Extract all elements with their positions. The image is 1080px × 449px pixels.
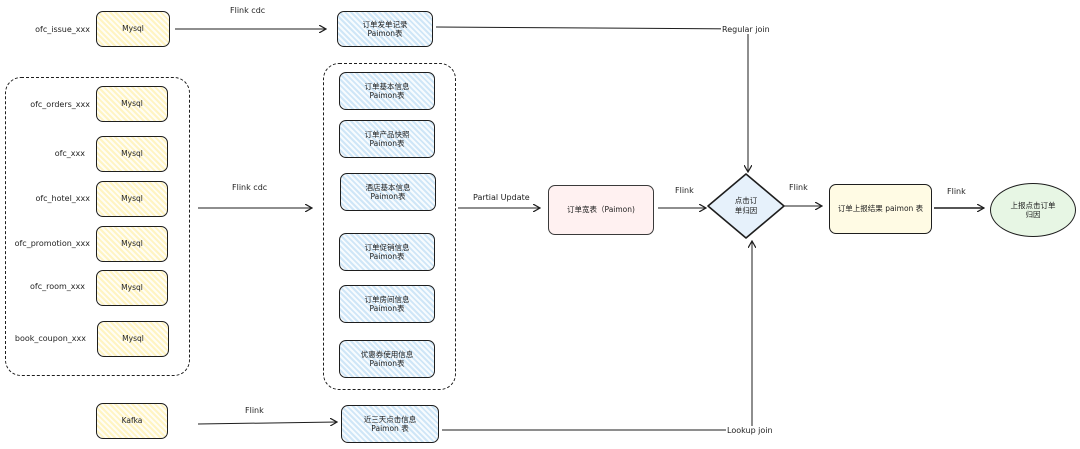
report-click-attribution-node: 上报点击订单归因 <box>990 183 1076 237</box>
source-label-promotion: ofc_promotion_xxx <box>14 239 90 248</box>
edge-label-flink-result: Flink <box>947 187 966 196</box>
report-result-box: 订单上报结果 paimon 表 <box>829 184 932 234</box>
paimon-table-group <box>323 63 456 390</box>
kafka-label: Kafka <box>121 416 143 426</box>
mysql-room-label: Mysql <box>121 283 143 293</box>
attribution-label: 点击订 单归因 <box>716 190 776 222</box>
paimon-coupon-title: 优惠券使用信息 <box>360 349 414 359</box>
edge-label-flink-cdc-issue: Flink cdc <box>230 6 266 15</box>
attribution-diamond <box>707 173 785 239</box>
paimon-room-subtitle: Paimon表 <box>369 304 405 313</box>
mysql-promotion-box: Mysql <box>96 226 168 262</box>
attribution-label-line1: 点击订 <box>734 196 758 206</box>
mysql-promotion-label: Mysql <box>121 239 143 249</box>
mysql-orders-label: Mysql <box>121 99 143 109</box>
paimon-room-title: 订单房间信息 <box>364 294 410 304</box>
wide-table-box: 订单宽表（Paimon) <box>548 185 654 235</box>
mysql-ofc-box: Mysql <box>96 136 168 172</box>
edge-label-lookup-join: Lookup join <box>726 426 774 435</box>
report-click-line1: 上报点击订单 <box>1010 200 1056 210</box>
edge-label-regular-join: Regular join <box>721 25 771 34</box>
source-label-coupon: book_coupon_xxx <box>14 334 86 343</box>
source-label-room: ofc_room_xxx <box>29 282 85 291</box>
paimon-coupon-subtitle: Paimon表 <box>369 359 405 368</box>
paimon-promotion-title: 订单促销信息 <box>364 242 410 252</box>
mysql-ofc-label: Mysql <box>121 149 143 159</box>
edge-label-partial-update: Partial Update <box>473 193 530 202</box>
paimon-hotel-subtitle: Paimon表 <box>370 192 406 201</box>
connector-regular-join <box>435 26 748 172</box>
paimon-clicks-title: 近三天点击信息 <box>363 414 417 424</box>
attribution-label-line2: 单归因 <box>734 206 758 215</box>
connector-lookup-join <box>442 241 752 431</box>
edge-label-flink-attribution: Flink <box>789 183 808 192</box>
mysql-issue-box: Mysql <box>96 11 170 47</box>
mysql-hotel-label: Mysql <box>121 194 143 204</box>
mysql-room-box: Mysql <box>96 270 168 306</box>
kafka-box: Kafka <box>96 403 168 439</box>
mysql-coupon-box: Mysql <box>97 321 169 357</box>
source-label-ofc: ofc_xxx <box>54 149 85 158</box>
mysql-source-group <box>5 77 190 376</box>
paimon-hotel-title: 酒店基本信息 <box>365 182 411 192</box>
paimon-issue-subtitle: Paimon表 <box>367 29 403 38</box>
mysql-issue-label: Mysql <box>122 24 144 34</box>
report-click-line2: 归因 <box>1025 210 1041 219</box>
paimon-clicks-subtitle: Paimon 表 <box>371 424 409 433</box>
paimon-basic-title: 订单基本信息 <box>364 81 410 91</box>
mysql-coupon-label: Mysql <box>122 334 144 344</box>
arrow-kafka-flink <box>197 422 337 424</box>
source-label-hotel: ofc_hotel_xxx <box>35 194 90 203</box>
mysql-orders-box: Mysql <box>96 86 168 122</box>
paimon-product-subtitle: Paimon表 <box>369 139 405 148</box>
report-result-label: 订单上报结果 paimon 表 <box>837 204 924 214</box>
edge-label-flink-kafka: Flink <box>245 406 264 415</box>
wide-table-label: 订单宽表（Paimon) <box>567 205 635 215</box>
source-label-issue: ofc_issue_xxx <box>35 25 90 34</box>
paimon-issue-title: 订单发单记录 <box>362 19 408 29</box>
mysql-hotel-box: Mysql <box>96 181 168 217</box>
edge-label-flink-cdc-group: Flink cdc <box>232 183 268 192</box>
paimon-promotion-subtitle: Paimon表 <box>369 252 405 261</box>
edge-label-flink-wide: Flink <box>675 186 694 195</box>
paimon-product-title: 订单产品快照 <box>364 129 410 139</box>
paimon-basic-subtitle: Paimon表 <box>369 91 405 100</box>
source-label-orders: ofc_orders_xxx <box>30 100 90 109</box>
